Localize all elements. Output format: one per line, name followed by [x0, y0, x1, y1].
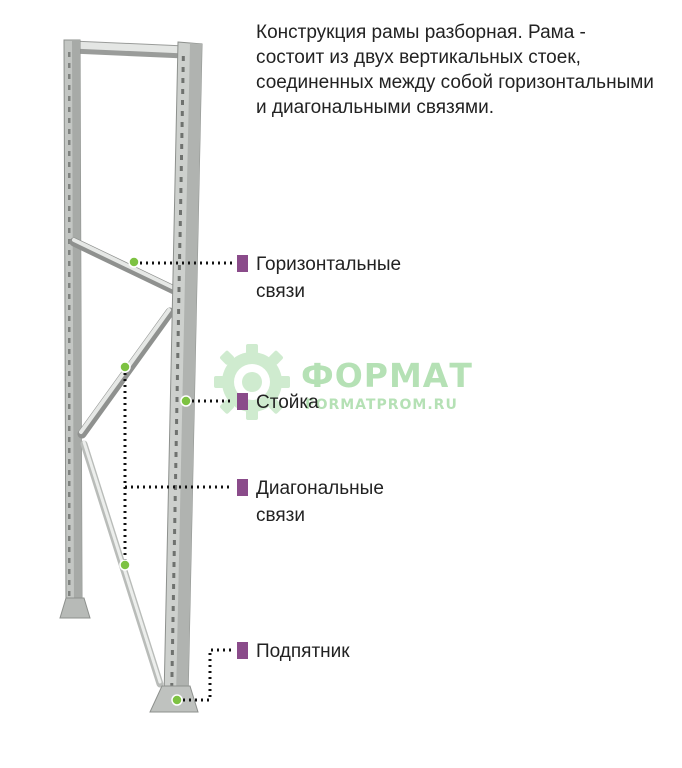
marker-horizontal-braces: [237, 255, 248, 272]
callout-leaders: [123, 261, 232, 702]
label-base-plate: Подпятник: [256, 641, 350, 662]
marker-diagonal-braces: [237, 479, 248, 496]
label-horizontal-braces: Горизонтальные связи: [256, 254, 402, 302]
top-tube: [65, 40, 192, 59]
left-upright: [59, 39, 91, 619]
horizontal-brace: [69, 237, 179, 295]
label-upright: Стойка: [256, 392, 319, 413]
label-diagonal-braces: Диагональные связи: [256, 478, 384, 526]
watermark-url: FORMATPROM.RU: [305, 397, 458, 413]
callout-dots: [119, 256, 192, 706]
frame-description: Конструкция рамы разборная. Рама - состо…: [256, 22, 654, 118]
watermark-name: ФОРМАТ: [301, 356, 473, 395]
marker-base-plate: [237, 642, 248, 659]
marker-upright: [237, 393, 248, 410]
right-upright: [149, 41, 203, 713]
